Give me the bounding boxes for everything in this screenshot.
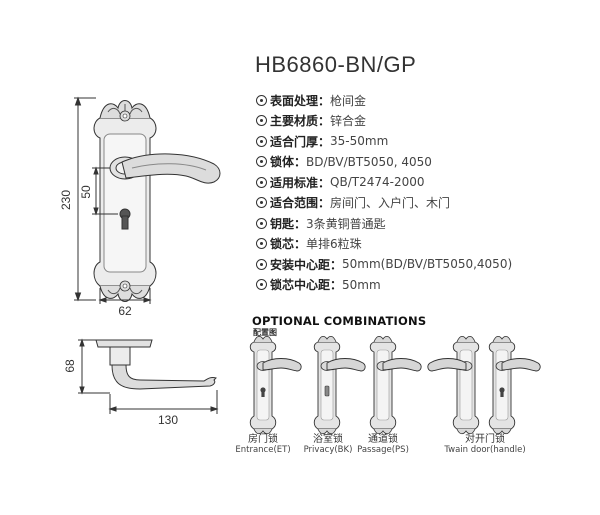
spec-label: 钥匙 — [270, 216, 295, 231]
caption-cn: 房门锁 — [248, 434, 278, 445]
spec-separator: ： — [294, 216, 307, 231]
spec-value: QB/T2474-2000 — [330, 175, 425, 190]
dimension-height-label: 230 — [59, 190, 73, 210]
bullet-circle-icon — [256, 258, 267, 270]
bullet-circle-icon — [256, 115, 267, 127]
spec-label: 适用标准 — [270, 175, 319, 190]
spec-separator: ： — [330, 278, 343, 293]
caption-en: Entrance(ET) — [235, 445, 291, 455]
combination-caption-twain-door: 对开门锁 Twain door(handle) — [430, 434, 540, 456]
spec-label: 安装中心距 — [270, 257, 331, 272]
combination-caption-entrance: 房门锁 Entrance(ET) — [208, 434, 318, 456]
spec-label: 锁体 — [270, 155, 295, 170]
spec-separator: ： — [318, 134, 331, 149]
bullet-circle-icon — [256, 279, 267, 291]
product-model-title: HB6860-BN/GP — [255, 52, 417, 77]
bullet-circle-icon — [256, 217, 267, 229]
spec-label: 主要材质 — [270, 114, 319, 129]
dimension-handle-length-label: 130 — [158, 413, 178, 427]
spec-row: 钥匙：3条黄铜普通匙 — [256, 213, 512, 234]
spec-separator: ： — [318, 175, 331, 190]
spec-row: 适合范围：房间门、入户门、木门 — [256, 193, 512, 214]
dimension-center-label: 50 — [79, 185, 93, 199]
dimension-width-label: 62 — [118, 304, 132, 318]
combination-caption-passage: 通道锁 Passage(PS) — [328, 434, 438, 456]
bullet-circle-icon — [256, 176, 267, 188]
spec-separator: ： — [318, 196, 331, 211]
bullet-circle-icon — [256, 238, 267, 250]
spec-separator: ： — [294, 237, 307, 252]
spec-value: 35-50mm — [330, 134, 389, 149]
side-view-drawing — [78, 338, 219, 414]
spec-row: 适用标准：QB/T2474-2000 — [256, 172, 512, 193]
spec-value: 3条黄铜普通匙 — [306, 216, 386, 231]
caption-cn: 对开门锁 — [465, 434, 505, 445]
spec-row: 锁芯：单排6粒珠 — [256, 234, 512, 255]
bullet-circle-icon — [256, 135, 267, 147]
bullet-circle-icon — [256, 94, 267, 106]
combinations-illustration — [249, 336, 541, 435]
spec-value: 单排6粒珠 — [306, 237, 362, 252]
spec-value: 枪间金 — [330, 93, 367, 108]
caption-en: Privacy(BK) — [303, 445, 353, 455]
caption-cn: 通道锁 — [368, 434, 398, 445]
spec-value: 50mm — [342, 277, 381, 292]
bullet-circle-icon — [256, 156, 267, 168]
spec-row: 锁体：BD/BV/BT5050, 4050 — [256, 152, 512, 173]
optional-combinations-subtitle: 配置图 — [253, 328, 277, 337]
spec-row: 主要材质：锌合金 — [256, 111, 512, 132]
spec-separator: ： — [294, 155, 307, 170]
spec-label: 表面处理 — [270, 93, 319, 108]
combination-caption-privacy: 浴室锁 Privacy(BK) — [273, 434, 383, 456]
spec-row: 锁芯中心距：50mm — [256, 275, 512, 296]
spec-label: 适合门厚 — [270, 134, 319, 149]
spec-separator: ： — [330, 257, 343, 272]
spec-separator: ： — [318, 114, 331, 129]
caption-en: Passage(PS) — [357, 445, 409, 455]
spec-row: 适合门厚：35-50mm — [256, 131, 512, 152]
spec-value: 锌合金 — [330, 114, 367, 129]
spec-label: 锁芯中心距 — [270, 278, 331, 293]
spec-value: 房间门、入户门、木门 — [330, 196, 451, 211]
spec-value: 50mm(BD/BV/BT5050,4050) — [342, 257, 513, 272]
spec-label: 锁芯 — [270, 237, 295, 252]
caption-en: Twain door(handle) — [444, 445, 526, 455]
optional-combinations-title: OPTIONAL COMBINATIONS — [252, 314, 427, 328]
spec-row: 安装中心距：50mm(BD/BV/BT5050,4050) — [256, 254, 512, 275]
front-view-drawing — [74, 96, 221, 304]
spec-row: 表面处理：枪间金 — [256, 90, 512, 111]
dimension-projection-label: 68 — [63, 359, 77, 373]
bullet-circle-icon — [256, 197, 267, 209]
spec-value: BD/BV/BT5050, 4050 — [306, 154, 432, 169]
spec-separator: ： — [318, 93, 331, 108]
spec-label: 适合范围 — [270, 196, 319, 211]
caption-cn: 浴室锁 — [313, 434, 343, 445]
